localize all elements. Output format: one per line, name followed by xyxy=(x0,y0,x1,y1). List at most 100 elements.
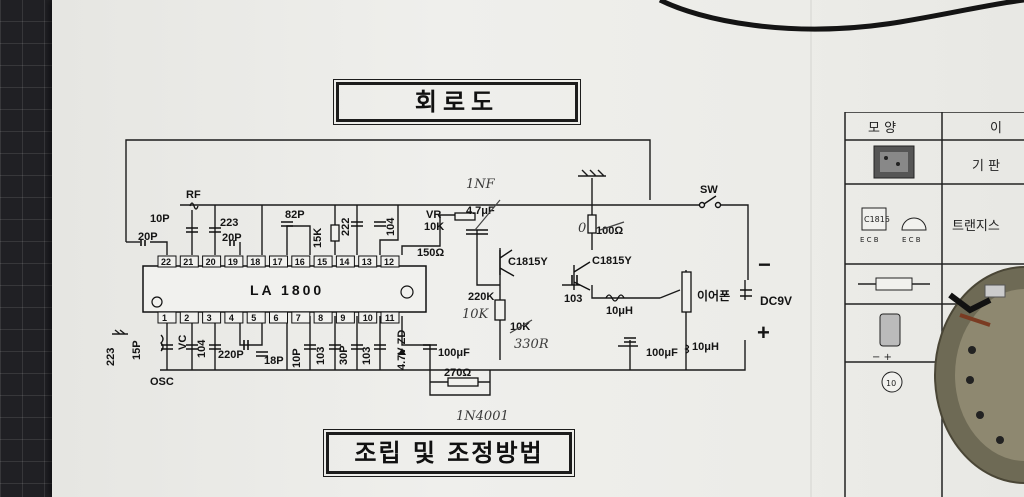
inductor-b-label: 10μH xyxy=(692,341,719,353)
minus-sign: − xyxy=(758,252,771,277)
handwritten-1nf: 1NF xyxy=(466,177,496,192)
cap-223-b-label: 223 xyxy=(105,348,117,366)
table-header-name: 이 xyxy=(990,121,1002,136)
ic-pin-number: 9 xyxy=(340,313,345,323)
handwritten-330r: 330R xyxy=(514,337,549,352)
ic-pin-box xyxy=(224,311,244,324)
ic-pin-number: 4 xyxy=(229,313,234,323)
ic-pin-box xyxy=(269,255,288,268)
res-220k-label: 220K xyxy=(468,291,494,303)
cap-10p-b-label: 10P xyxy=(291,348,303,368)
cap-104-b-label: 104 xyxy=(196,339,208,358)
ic-pin-box xyxy=(291,311,311,324)
vr-10k-label: 10K xyxy=(424,221,444,233)
svg-text:10: 10 xyxy=(886,379,896,388)
ic-pin-box xyxy=(202,311,222,324)
res-15k-label: 15K xyxy=(312,228,324,248)
ic-pin-number: 17 xyxy=(273,257,283,267)
cap-100uf-b-label: 100μF xyxy=(646,347,678,359)
svg-text:C1815: C1815 xyxy=(864,215,890,224)
vc-label: VC xyxy=(177,335,189,350)
cap-103-a-label: 103 xyxy=(564,293,582,305)
zener-label: 4.7V ZD xyxy=(396,330,408,370)
ic-pin-number: 18 xyxy=(250,257,260,267)
handwritten-0: 0 xyxy=(578,221,586,236)
plus-sign: + xyxy=(757,320,770,345)
ic-pin-number: 11 xyxy=(385,313,395,323)
ic-pin-number: 5 xyxy=(251,313,256,323)
ic-pin-box xyxy=(246,255,266,268)
dc9v-label: DC9V xyxy=(760,294,792,308)
ic-pin-number: 3 xyxy=(207,313,212,323)
ic-pin-box xyxy=(179,311,199,324)
cap-20p-b-label: 20P xyxy=(222,232,242,244)
ic-pin-box xyxy=(291,255,311,268)
table-row-transistor-text: 트랜지스 xyxy=(952,219,1000,234)
vr-label: VR xyxy=(426,209,441,221)
page-title: 회로도 xyxy=(333,79,581,125)
potentiometer-icon: 10 xyxy=(881,371,903,393)
ic-pin-number: 2 xyxy=(184,313,189,323)
ic-pin-box xyxy=(157,255,177,268)
ic-pin-number: 10 xyxy=(363,313,373,323)
ic-pin-number: 20 xyxy=(206,257,216,267)
cap-18p-label: 18P xyxy=(264,355,284,367)
ic-pin-number: 19 xyxy=(228,257,238,267)
capacitor-icon: − + xyxy=(872,313,901,363)
ic-pin-number: 21 xyxy=(183,257,193,267)
ic-pin-number: 7 xyxy=(296,313,301,323)
cap-30p-label: 30P xyxy=(338,345,350,365)
parts-table: 모 양 이 기 판 C1815 E C B E C B 트랜지스 − + 10 xyxy=(844,112,1024,497)
pcb-icon xyxy=(873,145,915,179)
ic-pin-box xyxy=(269,311,288,324)
svg-text:E C B: E C B xyxy=(860,236,879,244)
ic-pin-number: 1 xyxy=(162,313,167,323)
resistor-icon xyxy=(858,277,930,291)
ic-pin-box xyxy=(335,311,355,324)
svg-text:− +: − + xyxy=(872,352,892,363)
ic-pin-box xyxy=(380,311,400,324)
cap-220p-label: 220P xyxy=(218,349,244,361)
ic-pin-number: 8 xyxy=(318,313,323,323)
cap-103-c-label: 103 xyxy=(361,347,373,365)
cap-100uf-a-label: 100μF xyxy=(438,347,470,359)
ic-pin-number: 12 xyxy=(384,257,394,267)
ic-pin-box xyxy=(246,311,266,324)
ic-pin-number: 6 xyxy=(274,313,279,323)
handwritten-1n4001: 1N4001 xyxy=(456,409,509,424)
ic-pin-box xyxy=(335,255,355,268)
ic-pin-box xyxy=(224,255,244,268)
speaker xyxy=(934,266,1024,484)
res-100-label: 100Ω xyxy=(596,225,623,237)
table-header-shape: 모 양 xyxy=(868,121,896,136)
transistor-q1-label: C1815Y xyxy=(508,256,548,268)
rf-label: RF xyxy=(186,189,201,201)
paper-fold xyxy=(810,0,812,497)
ic-pin-number: 16 xyxy=(295,257,305,267)
cap-20p-a-label: 20P xyxy=(138,231,158,243)
cap-222-label: 222 xyxy=(340,218,352,236)
ic-pin-number: 13 xyxy=(362,257,372,267)
transistor-q2-label: C1815Y xyxy=(592,255,632,267)
ic-pin-number: 15 xyxy=(317,257,327,267)
cap-15p-label: 15P xyxy=(131,340,143,360)
cap-104-a-label: 104 xyxy=(385,217,397,236)
switch-label: SW xyxy=(700,184,718,196)
ic-body xyxy=(142,265,427,313)
osc-label: OSC xyxy=(150,376,174,388)
ic-pin-box xyxy=(358,255,378,268)
cap-103-b-label: 103 xyxy=(315,347,327,365)
res-150-label: 150Ω xyxy=(417,247,444,259)
cap-223-label: 223 xyxy=(220,217,238,229)
ic-pin-box xyxy=(380,255,400,268)
cap-10p-label: 10P xyxy=(150,213,170,225)
ic-pin-box xyxy=(157,311,177,324)
inductor-a-label: 10μH xyxy=(606,305,633,317)
earphone-label: 이어폰 xyxy=(697,288,730,303)
handwritten-10k: 10K xyxy=(462,307,490,322)
svg-text:E C B: E C B xyxy=(902,236,921,244)
ic-pin-box xyxy=(358,311,378,324)
